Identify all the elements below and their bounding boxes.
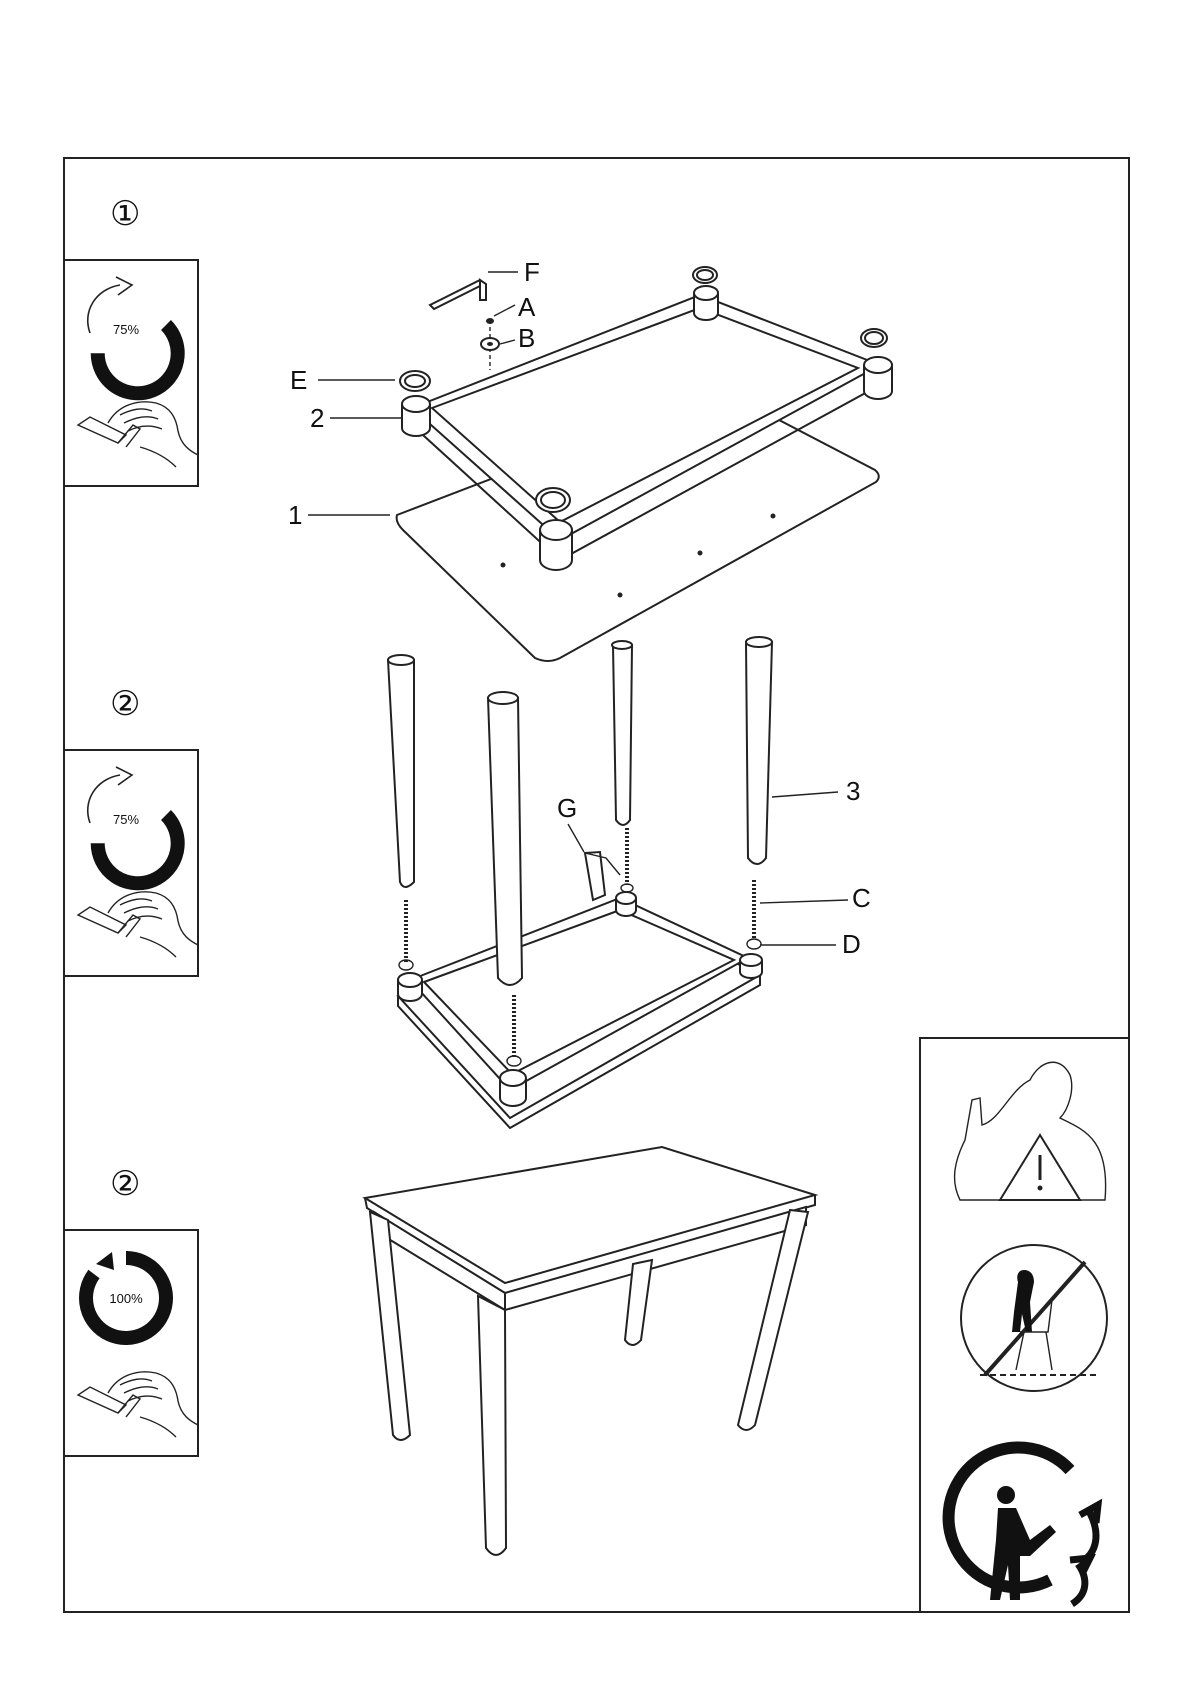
label-part-G: G [557, 793, 577, 823]
rotation-100-icon [79, 1251, 173, 1345]
step-2-torque: 75% [113, 812, 139, 827]
allen-key-hand-icon [77, 1371, 199, 1438]
step-2-diagram [386, 636, 849, 1130]
step-1-number: ① [110, 194, 140, 234]
step-1-torque: 75% [113, 322, 139, 337]
step-3-torque: 100% [109, 1291, 143, 1306]
step-3-panel [63, 1229, 199, 1457]
step-2-panel [63, 749, 199, 977]
allen-key-hand-icon [77, 401, 199, 468]
recycle-person-icon [942, 1441, 1103, 1607]
label-part-1: 1 [288, 500, 302, 530]
label-part-2: 2 [310, 403, 324, 433]
step-2-number: ② [110, 684, 140, 724]
label-part-3: 3 [846, 776, 860, 806]
warnings-panel [919, 1037, 1130, 1613]
label-part-D: D [842, 929, 861, 959]
step-3-diagram [362, 1145, 819, 1556]
warning-person-icon [953, 1061, 1107, 1201]
allen-key-hand-icon [77, 891, 199, 958]
label-part-B: B [518, 323, 535, 353]
step-3-number: ② [110, 1164, 140, 1204]
label-part-F: F [524, 257, 540, 287]
label-part-E: E [290, 365, 307, 395]
step-1-diagram [308, 266, 893, 662]
label-part-A: A [518, 292, 536, 322]
step-1-panel [63, 259, 199, 487]
no-standing-on-chair-icon [960, 1244, 1108, 1392]
label-part-C: C [852, 883, 871, 913]
